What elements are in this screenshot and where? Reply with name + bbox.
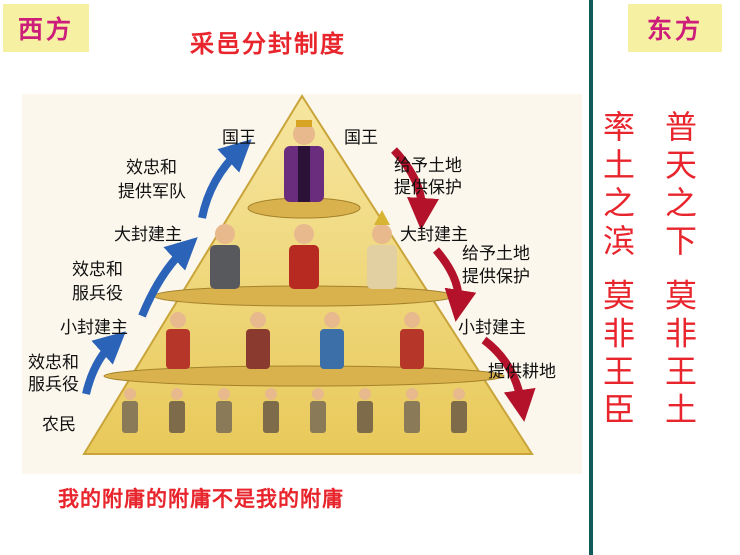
label-farmland: 提供耕地 (488, 362, 556, 382)
label-lesser-lord-left: 小封建主 (60, 318, 128, 338)
bishop-figure (367, 210, 397, 289)
label-grant-line1: 给予土地 (394, 156, 462, 176)
label-peasant: 农民 (42, 415, 76, 435)
label-king-left: 国王 (222, 128, 256, 148)
loyalty-arrow-to-great-lord (138, 237, 198, 318)
motto-text: 我的附庸的附庸不是我的附庸 (58, 487, 344, 511)
label-peasant-loyalty-line1: 效忠和 (28, 353, 79, 373)
label-loyalty-army-line1: 效忠和 (126, 158, 177, 178)
peasant-figure (451, 388, 467, 433)
label-king-right: 国王 (344, 128, 378, 148)
label-peasant-loyalty-line2: 服兵役 (28, 375, 79, 395)
label-lesser-lord-right: 小封建主 (458, 318, 526, 338)
west-tag: 西方 (3, 4, 89, 52)
label-grant-line2: 提供保护 (394, 178, 462, 198)
east-tag: 东方 (628, 4, 722, 52)
label-loyalty-service-line2: 服兵役 (72, 284, 123, 304)
east-verse-column-1: 普天之下 莫非王土 (660, 110, 698, 431)
slide-title: 采邑分封制度 (190, 30, 346, 58)
great-lord-figure (289, 224, 319, 289)
label-great-lord-left: 大封建主 (114, 225, 182, 245)
great-lord-figure (210, 224, 240, 289)
lesser-lord-figure (166, 312, 190, 369)
lesser-lord-platform (103, 365, 505, 387)
peasant-figure (122, 388, 138, 433)
peasant-figure (357, 388, 373, 433)
peasant-figure (404, 388, 420, 433)
king-figure (284, 120, 324, 202)
east-verse-column-2: 率土之滨 莫非王臣 (598, 110, 636, 431)
peasant-figure (169, 388, 185, 433)
farmland-arrow-to-peasants (481, 336, 536, 422)
label-grant-b-line1: 给予土地 (462, 244, 530, 264)
label-grant-b-line2: 提供保护 (462, 267, 530, 287)
grant-arrow-to-lesser-lord (432, 247, 477, 322)
grant-arrow-to-great-lord (391, 147, 439, 230)
label-loyalty-army-line2: 提供军队 (118, 182, 186, 202)
lesser-lord-figure (400, 312, 424, 369)
loyalty-arrow-to-king (198, 139, 252, 219)
peasant-figure (310, 388, 326, 433)
peasant-figure (263, 388, 279, 433)
lesser-lord-figure (246, 312, 270, 369)
label-loyalty-service-line1: 效忠和 (72, 260, 123, 280)
feudal-pyramid-diagram: 国王 效忠和 提供军队 大封建主 效忠和 服兵役 小封建主 效忠和 服兵役 农民… (22, 94, 582, 474)
label-great-lord-right: 大封建主 (400, 225, 468, 245)
lesser-lord-figure (320, 312, 344, 369)
loyalty-arrow-to-lesser-lord (82, 331, 126, 395)
section-divider (589, 0, 593, 555)
peasant-figure (216, 388, 232, 433)
